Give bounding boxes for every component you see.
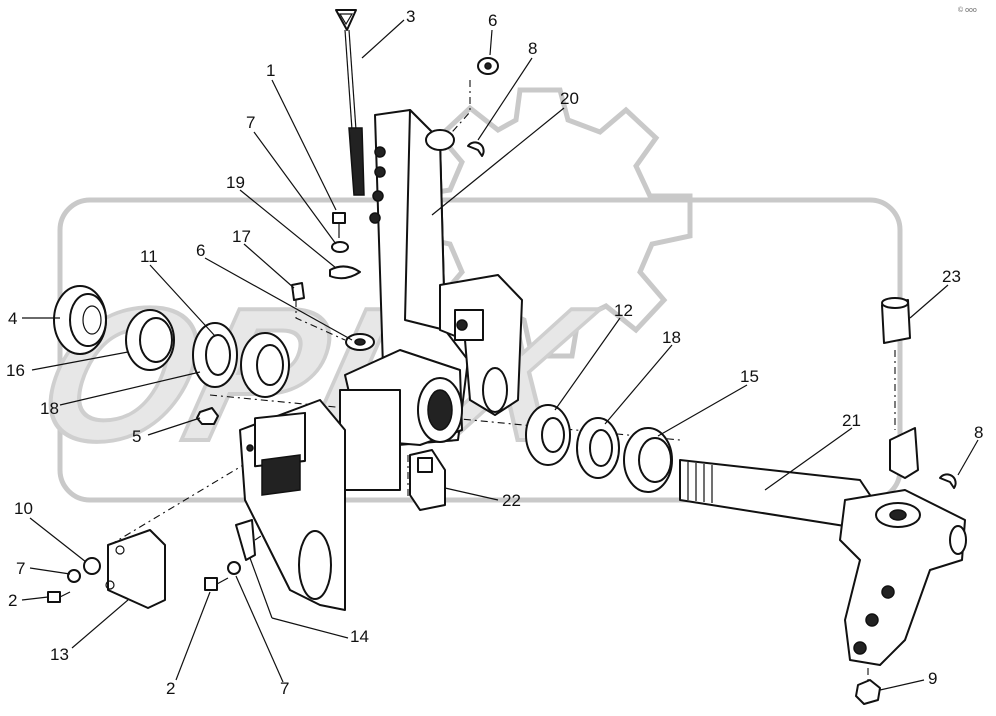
callout-18: 18	[40, 399, 59, 418]
corner-mark: © ooo	[958, 6, 977, 14]
part-3-handle-rod	[335, 9, 365, 196]
rear-bracket	[439, 274, 523, 416]
callout-4: 4	[8, 309, 17, 328]
part-22-block	[409, 449, 446, 511]
callout-23: 23	[942, 267, 961, 286]
callout-16: 16	[6, 361, 25, 380]
watermark-gear-outline	[409, 87, 693, 359]
callout-12: 12	[614, 301, 633, 320]
callout-6: 6	[196, 241, 205, 260]
central-housing	[339, 349, 463, 491]
callout-8: 8	[528, 39, 537, 58]
callout-6: 6	[488, 11, 497, 30]
front-plate	[239, 399, 346, 611]
callout-11: 11	[140, 247, 158, 266]
part-21-spindle	[679, 427, 967, 666]
callout-13: 13	[50, 645, 69, 664]
watermark-plate	[57, 197, 903, 503]
callout-7: 7	[16, 559, 25, 578]
callout-2: 2	[166, 679, 175, 698]
callout-5: 5	[132, 427, 141, 446]
right-shaft-stack	[525, 404, 673, 493]
callout-14: 14	[350, 627, 369, 646]
callout-8: 8	[974, 423, 983, 442]
callout-17: 17	[232, 227, 251, 246]
left-shaft-stack	[53, 285, 290, 425]
part-23-bushing	[881, 297, 911, 344]
callout-10: 10	[14, 499, 33, 518]
callouts: 3 6 8 1 20 7 19 17 11 6 23 4 12 18 16 15…	[6, 7, 983, 698]
part-13-cover-plate	[105, 529, 166, 609]
callout-21: 21	[842, 411, 861, 430]
callout-15: 15	[740, 367, 759, 386]
callout-7: 7	[280, 679, 289, 698]
callout-2: 2	[8, 591, 17, 610]
part-14-clip	[235, 519, 256, 561]
callout-1: 1	[266, 61, 275, 80]
callout-19: 19	[226, 173, 245, 192]
leader-lines	[21, 19, 979, 691]
callout-9: 9	[928, 669, 937, 688]
callout-7: 7	[246, 113, 255, 132]
hardware	[47, 57, 957, 705]
callout-3: 3	[406, 7, 415, 26]
callout-22: 22	[502, 491, 521, 510]
callout-20: 20	[560, 89, 579, 108]
callout-18: 18	[662, 328, 681, 347]
